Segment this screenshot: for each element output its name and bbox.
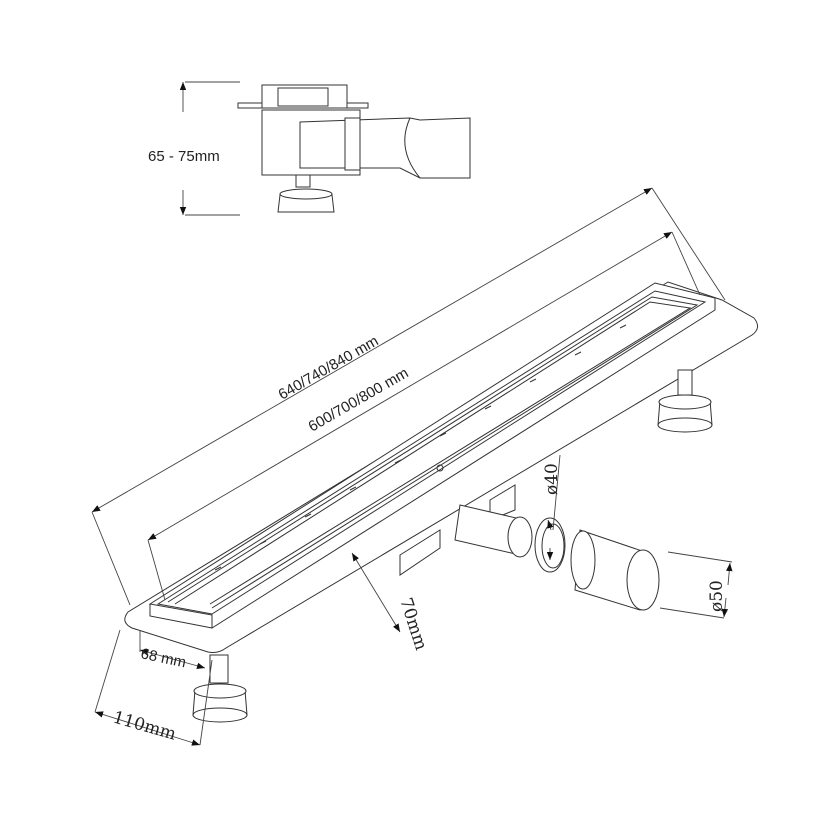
outlet-inner-diameter-label: ø40	[542, 463, 562, 495]
side-section-view	[179, 81, 471, 216]
foot-left	[192, 654, 248, 723]
outlet-outer-diameter-label: ø50	[707, 580, 727, 612]
depth-label: 70mm	[395, 595, 431, 652]
flange-width-label: 110mm	[111, 708, 179, 745]
height-label: 65 - 75mm	[148, 148, 220, 165]
channel-width-label: 68 mm	[139, 645, 187, 671]
linear-drain	[124, 281, 758, 723]
dimension-lines	[91, 187, 733, 746]
